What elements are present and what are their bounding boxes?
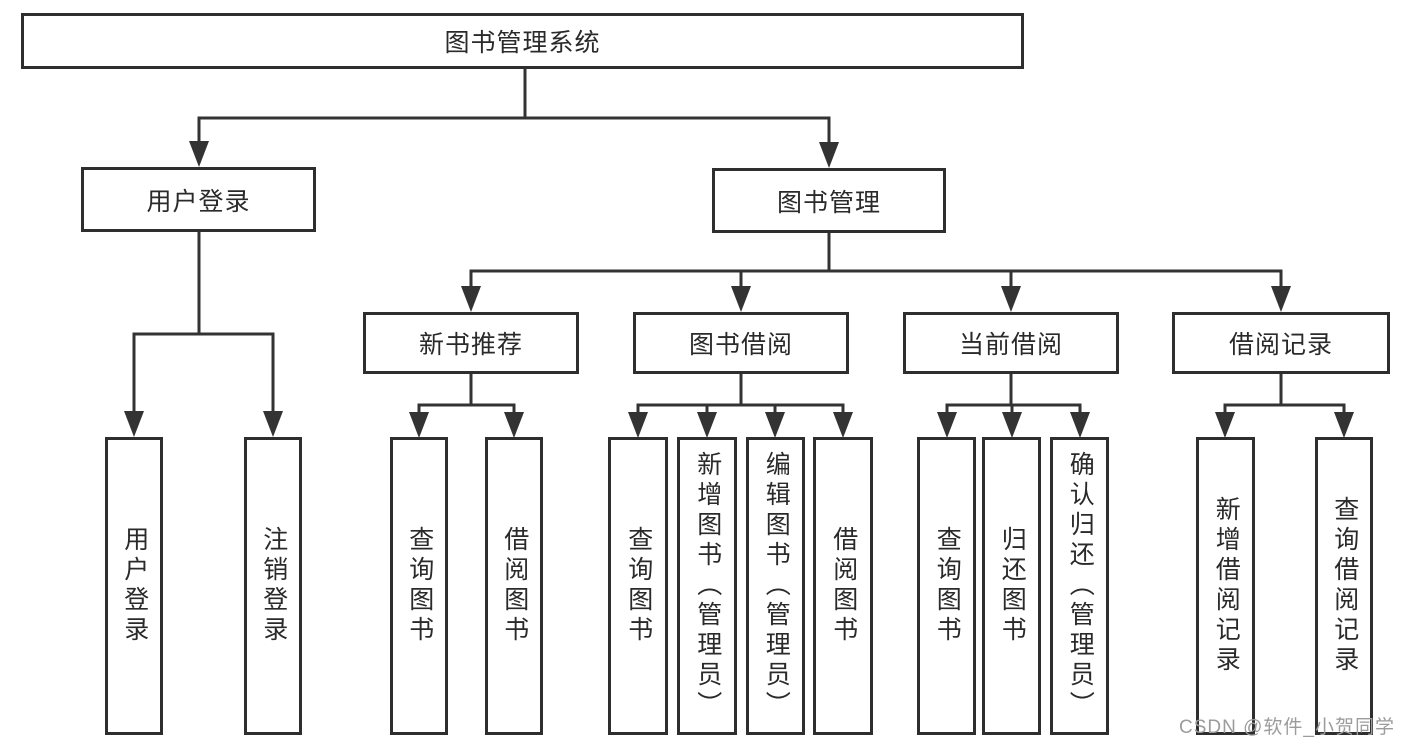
node-root: 图书管理系统 (21, 13, 1024, 69)
node-root-label: 图书管理系统 (444, 29, 601, 57)
leaf-query-books-recommend: 查询图书 (390, 437, 448, 735)
leaf-user-login: 用户登录 (105, 437, 163, 735)
node-current-borrowing-label: 当前借阅 (958, 331, 1063, 359)
leaf-query-books-borrow-label: 查询图书 (624, 526, 653, 646)
leaf-logout: 注销登录 (244, 437, 302, 735)
leaf-query-books-current-label: 查询图书 (933, 526, 962, 646)
node-book-borrowing: 图书借阅 (633, 312, 849, 374)
node-new-book-recommend: 新书推荐 (363, 312, 579, 374)
leaf-return-books-label: 归还图书 (998, 526, 1027, 646)
leaf-user-login-label: 用户登录 (120, 526, 149, 646)
leaf-add-books-admin: 新增图书（管理员） (677, 437, 737, 735)
node-new-book-recommend-label: 新书推荐 (418, 331, 523, 359)
node-user-login: 用户登录 (81, 167, 316, 232)
leaf-borrow-books: 借阅图书 (813, 437, 873, 735)
leaf-query-borrow-record: 查询借阅记录 (1315, 437, 1373, 735)
leaf-edit-books-admin-label: 编辑图书（管理员） (762, 451, 791, 721)
leaf-query-books-current: 查询图书 (917, 437, 976, 735)
node-book-management: 图书管理 (712, 168, 946, 233)
node-borrowing-records: 借阅记录 (1172, 312, 1390, 374)
leaf-query-books-borrow: 查询图书 (608, 437, 668, 735)
leaf-confirm-return-admin: 确认归还（管理员） (1050, 437, 1109, 735)
node-book-borrowing-label: 图书借阅 (688, 331, 793, 359)
leaf-query-borrow-record-label: 查询借阅记录 (1330, 496, 1359, 676)
node-borrowing-records-label: 借阅记录 (1228, 331, 1333, 359)
leaf-borrow-books-recommend-label: 借阅图书 (500, 526, 529, 646)
leaf-query-books-recommend-label: 查询图书 (405, 526, 434, 646)
leaf-borrow-books-recommend: 借阅图书 (485, 437, 543, 735)
csdn-watermark: CSDN @软件_小贺同学 (1179, 717, 1395, 738)
node-book-management-label: 图书管理 (776, 188, 881, 217)
leaf-borrow-books-label: 借阅图书 (829, 526, 858, 646)
leaf-return-books: 归还图书 (982, 437, 1041, 735)
leaf-confirm-return-admin-label: 确认归还（管理员） (1066, 451, 1095, 721)
node-user-login-label: 用户登录 (146, 187, 251, 216)
leaf-logout-label: 注销登录 (259, 526, 288, 646)
leaf-add-borrow-record: 新增借阅记录 (1196, 437, 1255, 735)
leaf-add-borrow-record-label: 新增借阅记录 (1212, 496, 1241, 676)
leaf-edit-books-admin: 编辑图书（管理员） (746, 437, 805, 735)
node-current-borrowing: 当前借阅 (903, 312, 1119, 374)
leaf-add-books-admin-label: 新增图书（管理员） (693, 451, 722, 721)
